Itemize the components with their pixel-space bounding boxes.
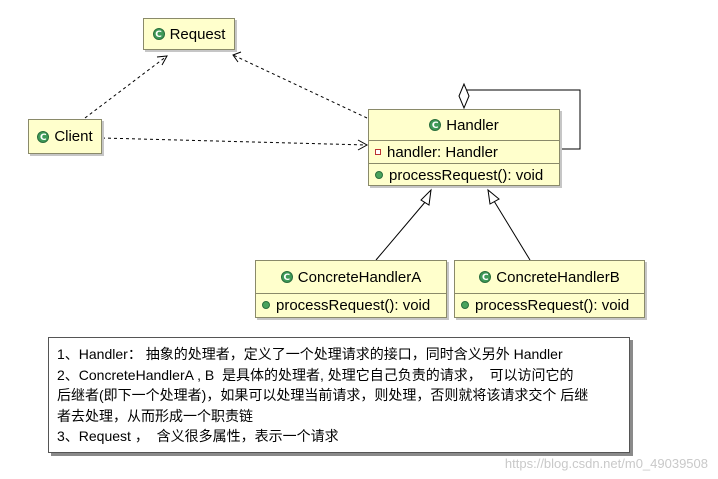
public-method-icon [461, 301, 469, 309]
handler-methods: processRequest(): void [369, 163, 559, 186]
concrete-handler-b-class[interactable]: C ConcreteHandlerB processRequest(): voi… [454, 260, 645, 318]
private-field-icon [375, 149, 381, 155]
concrete-a-inheritance [375, 200, 427, 261]
explanation-note: 1、Handler： 抽象的处理者，定义了一个处理请求的接口，同时含义另外 Ha… [48, 337, 630, 453]
class-icon: C [37, 130, 50, 143]
class-icon: C [152, 28, 165, 40]
handler-method: processRequest(): void [389, 166, 544, 184]
concrete-handler-a-name: ConcreteHandlerA [297, 268, 422, 286]
handler-class-name: Handler [446, 116, 499, 134]
concrete-handler-a-class[interactable]: C ConcreteHandlerA processRequest(): voi… [255, 260, 447, 318]
handler-attribute: handler: Handler [387, 143, 498, 161]
client-class[interactable]: C Client [28, 119, 102, 154]
concrete-a-triangle [420, 188, 432, 206]
client-request-arrowhead [156, 55, 168, 66]
concrete-b-inheritance [493, 200, 531, 261]
public-method-icon [262, 301, 270, 309]
class-icon: C [479, 271, 492, 283]
aggregation-diamond [458, 82, 470, 110]
note-line: 1、Handler： 抽象的处理者，定义了一个处理请求的接口，同时含义另外 Ha… [57, 346, 563, 362]
note-line: 后继者(即下一个处理者)，如果可以处理当前请求，则处理，否则就将该请求交个 后继 [57, 387, 589, 403]
watermark: https://blog.csdn.net/m0_49039508 [504, 456, 708, 471]
concrete-handler-b-method: processRequest(): void [475, 296, 630, 314]
client-handler-association [101, 137, 368, 146]
handler-class[interactable]: C Handler handler: Handler processReques… [368, 109, 560, 186]
request-class-name: Request [169, 25, 226, 43]
note-line: 3、Request ， 含义很多属性，表示一个请求 [57, 428, 339, 444]
client-class-name: Client [54, 128, 93, 145]
handler-request-dependency [232, 54, 368, 119]
client-request-dependency [84, 55, 168, 119]
handler-attributes: handler: Handler [369, 140, 559, 163]
public-method-icon [375, 171, 383, 179]
class-icon: C [280, 271, 293, 283]
concrete-handler-b-methods: processRequest(): void [455, 293, 644, 316]
client-handler-arrowhead [357, 139, 369, 151]
concrete-handler-a-methods: processRequest(): void [256, 293, 446, 316]
request-class[interactable]: C Request [143, 18, 235, 50]
concrete-handler-a-method: processRequest(): void [276, 296, 431, 314]
concrete-b-triangle [487, 188, 500, 205]
note-line: 2、ConcreteHandlerA , B 是具体的处理者, 处理它自己负责的… [57, 366, 574, 383]
concrete-handler-b-name: ConcreteHandlerB [496, 268, 620, 286]
class-icon: C [429, 119, 442, 131]
note-line: 者去处理，从而形成一个职责链 [57, 407, 253, 424]
handler-request-arrowhead [232, 51, 242, 63]
